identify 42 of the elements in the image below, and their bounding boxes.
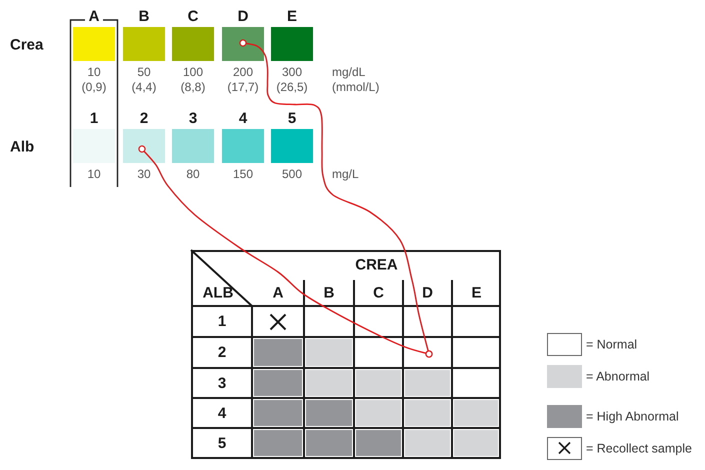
- value-label: 100 (8,8): [180, 65, 206, 95]
- row-header: 4: [191, 398, 252, 428]
- connector-line: [138, 145, 433, 358]
- column-header: E: [472, 286, 482, 300]
- axis-label: ALB: [202, 286, 234, 300]
- legend-label: = Normal: [586, 337, 638, 352]
- column-label: A: [88, 9, 100, 24]
- table-cell: [403, 337, 452, 368]
- value-label: 150: [232, 167, 254, 182]
- value-label: 200 (17,7): [227, 65, 259, 95]
- column-label: C: [188, 9, 198, 24]
- column-header: C: [373, 286, 384, 300]
- value-label: 30: [137, 167, 151, 182]
- column-header: A: [272, 286, 284, 300]
- column-header: B: [324, 286, 334, 300]
- column-label: 2: [140, 111, 148, 126]
- value-label: 80: [186, 167, 200, 182]
- unit-label: mg/L: [332, 167, 359, 182]
- value-label: 500: [282, 167, 302, 182]
- column-label: E: [286, 9, 297, 24]
- column-header: D: [422, 286, 433, 300]
- column-label: B: [138, 9, 150, 24]
- row-header: 1: [191, 306, 252, 337]
- column-label: 4: [238, 111, 248, 126]
- row-label: Alb: [10, 140, 34, 154]
- unit-label: mg/dL (mmol/L): [332, 65, 380, 95]
- value-label: 10: [87, 167, 101, 182]
- column-label: 3: [188, 111, 198, 126]
- row-label: Crea: [10, 38, 44, 52]
- column-label: 5: [288, 111, 296, 126]
- value-label: 50 (4,4): [132, 65, 156, 95]
- value-label: 10 (0,9): [82, 65, 106, 95]
- legend-label: = High Abnormal: [586, 409, 679, 424]
- row-header: 3: [191, 368, 252, 398]
- legend-label: = Recollect sample: [586, 441, 692, 456]
- column-label: 1: [90, 111, 98, 126]
- value-label: 300 (26,5): [276, 65, 308, 95]
- row-header: 2: [191, 337, 252, 368]
- row-header: 5: [191, 428, 252, 459]
- column-label: D: [238, 9, 248, 24]
- axis-label: CREA: [355, 258, 398, 272]
- legend-label: = Abnormal: [586, 369, 650, 384]
